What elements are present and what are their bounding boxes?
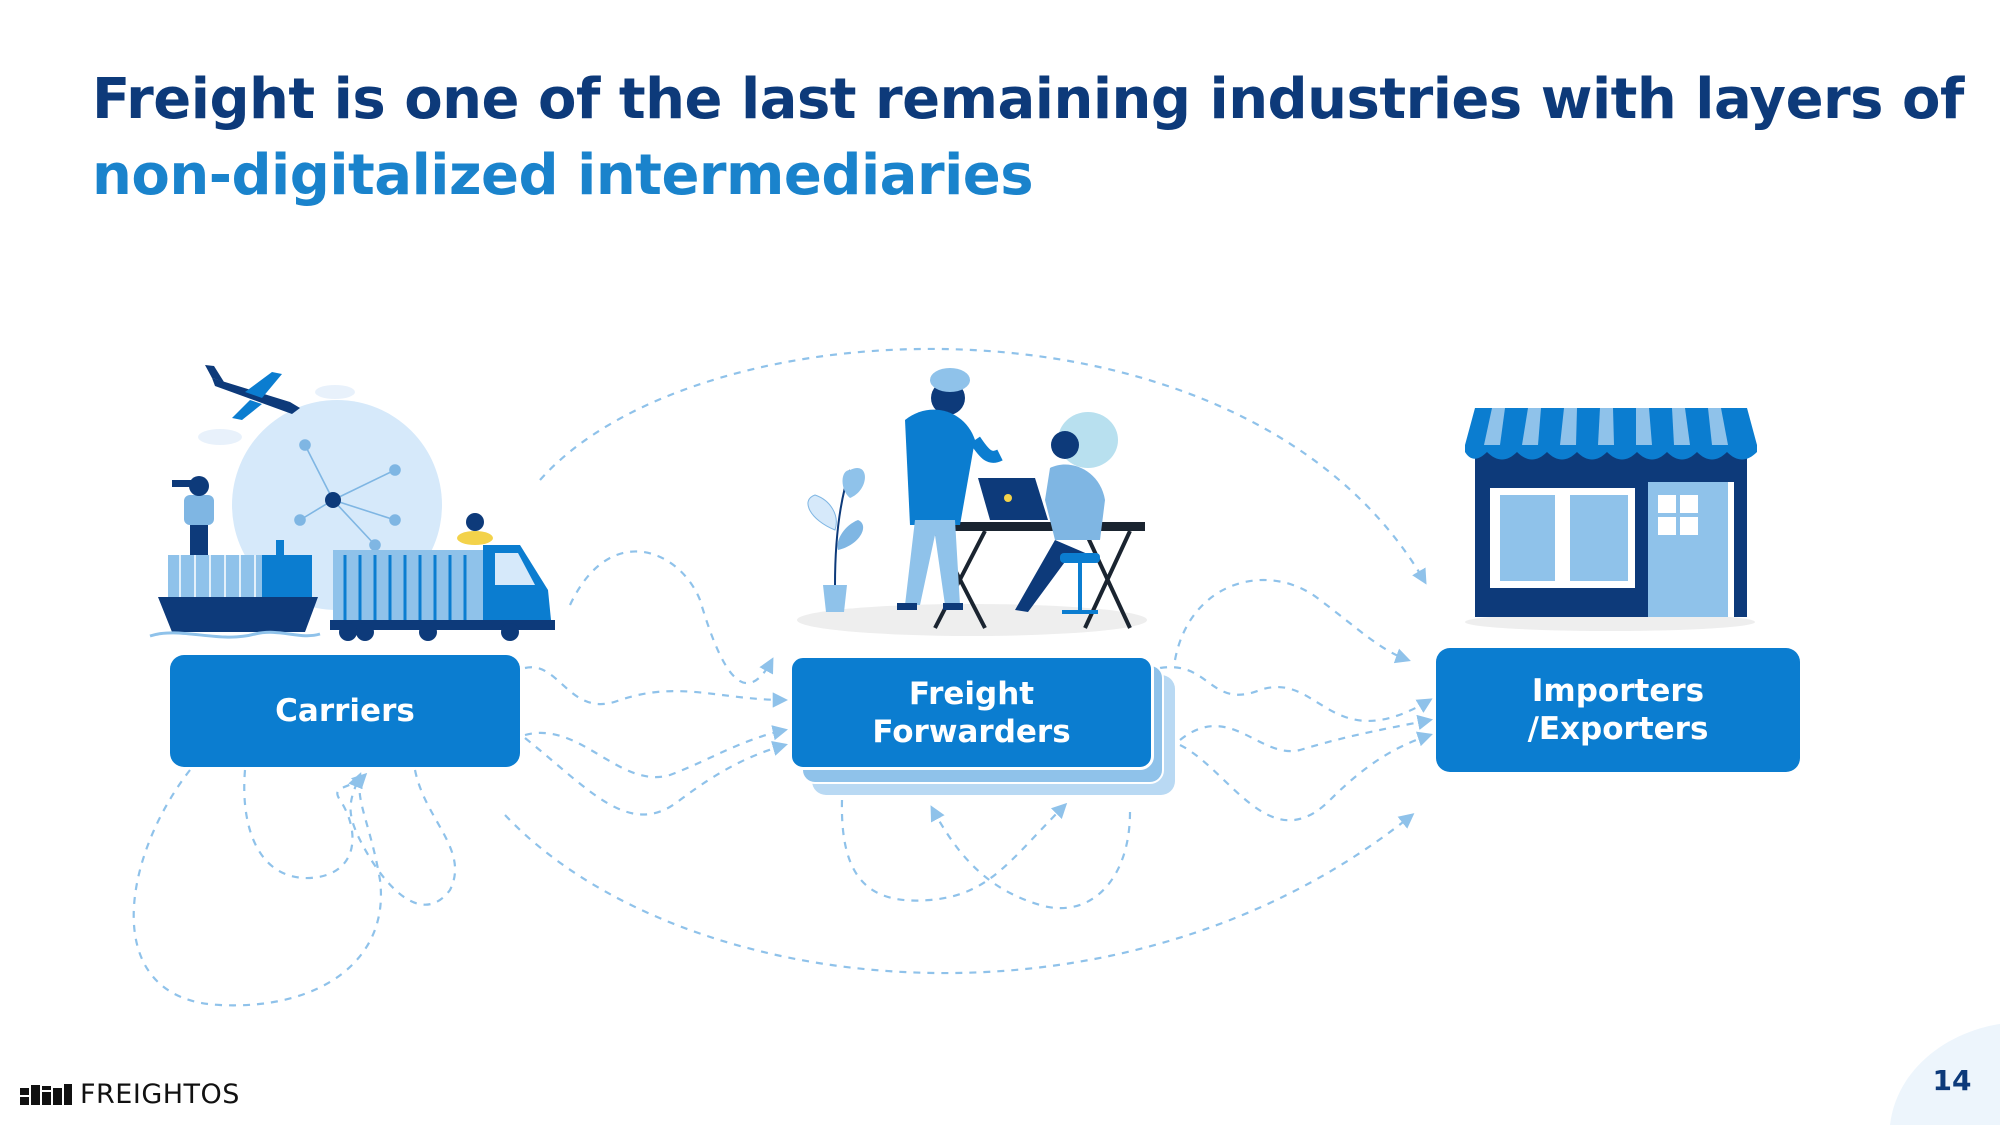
arrow-carriers-forwarders-2 xyxy=(524,725,789,779)
arrow-carriers-forwarders-1 xyxy=(524,666,789,708)
node-carriers: Carriers xyxy=(170,655,520,767)
carriers-illustration xyxy=(149,365,555,641)
arrow-carriers-forwarders-3 xyxy=(524,737,788,816)
arrow-forwarders-loop-right xyxy=(930,805,1132,910)
arrow-forwarders-importers-upper xyxy=(1173,578,1411,664)
arrow-carriers-loop-left xyxy=(132,769,383,1007)
freightos-logo-icon xyxy=(20,1084,72,1105)
corner-decoration xyxy=(1890,1024,2000,1125)
node-carriers-label: Carriers xyxy=(275,693,415,729)
truck-icon xyxy=(330,513,555,641)
node-importers-exporters: Importers /Exporters xyxy=(1436,648,1800,772)
forwarders-illustration xyxy=(797,368,1147,636)
freightos-logo: FREIGHTOS xyxy=(20,1080,240,1110)
dashed-arrows xyxy=(132,347,1434,1007)
brand-name: FREIGHTOS xyxy=(80,1079,240,1110)
plant-icon xyxy=(807,467,865,612)
arrow-carriers-forwarders-upper xyxy=(569,550,774,685)
node-freight-forwarders: Freight Forwarders xyxy=(789,655,1154,770)
arrow-forwarders-loop-left xyxy=(840,799,1068,902)
arrow-forwarders-importers-1 xyxy=(1159,666,1433,722)
title-line-2: non-digitalized intermediaries xyxy=(92,143,1034,208)
arrow-carriers-loop-inner xyxy=(243,769,368,880)
arrow-carriers-loop-right xyxy=(348,769,457,906)
worker-icon xyxy=(172,476,214,555)
page-number: 14 xyxy=(1932,1064,1972,1097)
arrow-top-arc xyxy=(539,347,1427,585)
node-importers-label: Importers /Exporters xyxy=(1527,673,1709,747)
node-forwarders-label: Freight Forwarders xyxy=(872,675,1071,750)
shop-illustration xyxy=(1465,408,1757,631)
standing-person-icon xyxy=(897,368,1003,610)
airplane-icon xyxy=(205,365,300,420)
slide-title: Freight is one of the last remaining ind… xyxy=(92,62,1964,214)
arrow-forwarders-importers-2 xyxy=(1179,714,1434,753)
title-line-1: Freight is one of the last remaining ind… xyxy=(92,67,1964,132)
sitting-person-icon xyxy=(1015,412,1118,614)
arrow-forwarders-importers-3 xyxy=(1179,731,1433,822)
arrow-bottom-arc xyxy=(504,813,1415,975)
ship-icon xyxy=(149,540,321,639)
